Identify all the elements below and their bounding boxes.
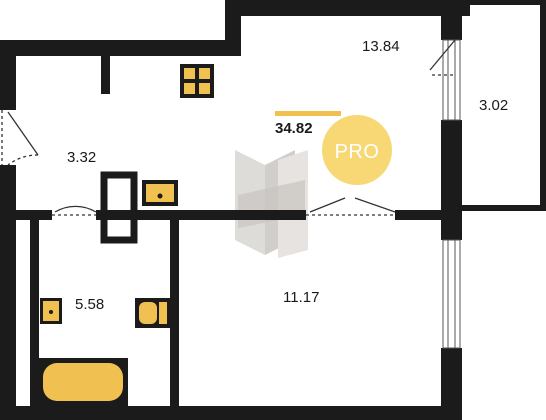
toilet-icon bbox=[135, 298, 170, 328]
area-bedroom: 11.17 bbox=[283, 289, 319, 306]
watermark-logo bbox=[235, 150, 308, 258]
windows bbox=[442, 39, 461, 349]
total-area: 34.82 bbox=[275, 120, 313, 137]
area-kitchen-living: 13.84 bbox=[362, 38, 400, 55]
area-balcony: 3.02 bbox=[479, 97, 508, 114]
pro-badge-text: PRO bbox=[335, 141, 380, 163]
bathroom-sink-icon bbox=[40, 298, 62, 324]
fixtures bbox=[38, 64, 214, 406]
bathtub-icon bbox=[38, 358, 128, 406]
area-hallway: 3.32 bbox=[67, 149, 96, 166]
area-bathroom: 5.58 bbox=[75, 296, 104, 313]
pro-badge: PRO bbox=[322, 115, 392, 185]
stove-icon bbox=[180, 64, 214, 98]
doors bbox=[1, 39, 456, 216]
sink-icon bbox=[142, 180, 178, 206]
total-area-underline bbox=[275, 111, 341, 116]
